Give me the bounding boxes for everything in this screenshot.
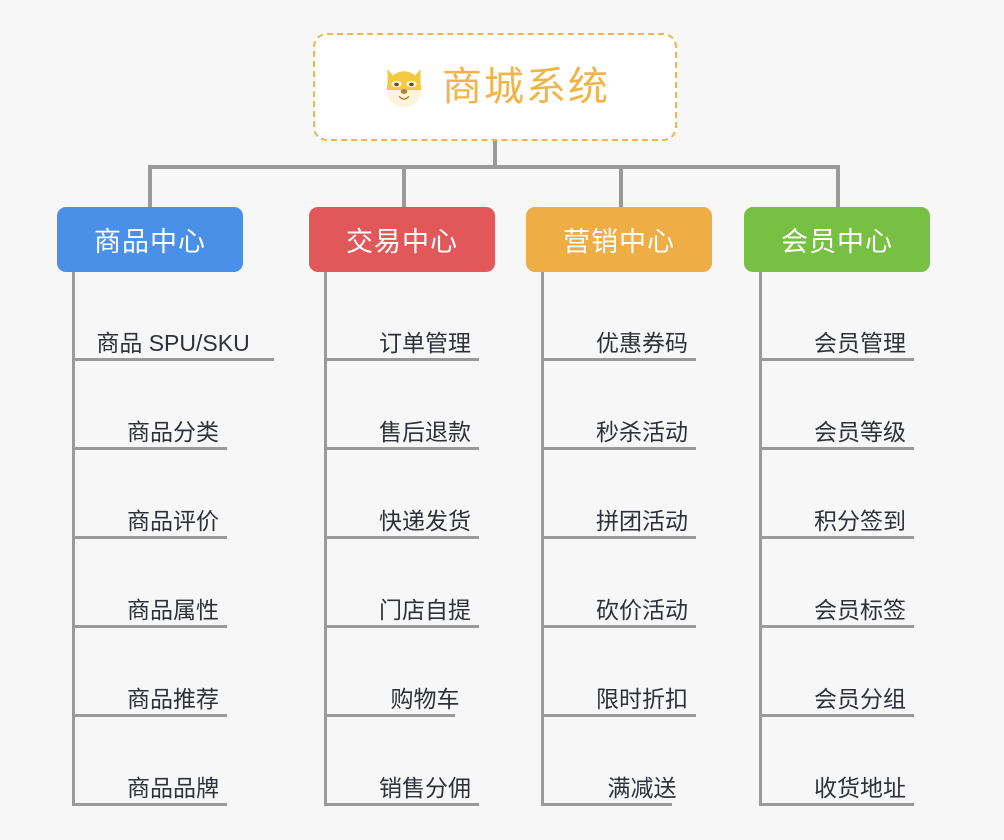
leaf-label: 快递发货	[379, 508, 471, 534]
branch-box-2[interactable]: 交易中心	[309, 207, 495, 272]
leaf-item[interactable]: 秒杀活动	[527, 361, 757, 450]
leaf-label: 购物车	[390, 686, 460, 712]
leaf-item[interactable]: 会员分组	[745, 628, 975, 717]
leaf-label: 商品评价	[127, 508, 219, 534]
connector-drop-2	[402, 165, 406, 207]
connector-root-stem	[493, 141, 497, 169]
leaf-column-3: 优惠券码 秒杀活动 拼团活动 砍价活动 限时折扣 满减送	[527, 272, 757, 806]
branch-box-3[interactable]: 营销中心	[526, 207, 712, 272]
leaf-trunk-3	[541, 272, 544, 806]
leaf-rule	[324, 536, 479, 539]
connector-drop-3	[619, 165, 623, 207]
leaf-column-2: 订单管理 售后退款 快递发货 门店自提 购物车 销售分佣	[310, 272, 540, 806]
leaf-item[interactable]: 商品品牌	[58, 717, 288, 806]
leaf-label: 商品推荐	[127, 686, 219, 712]
leaf-trunk-2	[324, 272, 327, 806]
leaf-item[interactable]: 门店自提	[310, 539, 540, 628]
leaf-label: 订单管理	[379, 330, 471, 356]
leaf-rule	[72, 536, 227, 539]
leaf-label: 会员等级	[814, 419, 906, 445]
leaf-column-4: 会员管理 会员等级 积分签到 会员标签 会员分组 收货地址	[745, 272, 975, 806]
leaf-item[interactable]: 拼团活动	[527, 450, 757, 539]
leaf-trunk-1	[72, 272, 75, 806]
leaf-item[interactable]: 销售分佣	[310, 717, 540, 806]
leaf-item[interactable]: 优惠券码	[527, 272, 757, 361]
leaf-label: 会员分组	[814, 686, 906, 712]
leaf-label: 拼团活动	[596, 508, 688, 534]
leaf-rule	[759, 714, 914, 717]
leaf-label: 优惠券码	[596, 330, 688, 356]
leaf-label: 商品 SPU/SKU	[96, 330, 250, 356]
leaf-rule	[759, 625, 914, 628]
leaf-item[interactable]: 售后退款	[310, 361, 540, 450]
leaf-rule	[72, 625, 227, 628]
leaf-item[interactable]: 购物车	[310, 628, 540, 717]
leaf-label: 商品分类	[127, 419, 219, 445]
leaf-rule	[324, 714, 455, 717]
leaf-rule	[72, 714, 227, 717]
leaf-item[interactable]: 商品 SPU/SKU	[58, 272, 288, 361]
leaf-label: 满减送	[607, 775, 677, 801]
leaf-label: 会员管理	[814, 330, 906, 356]
branch-label-3: 营销中心	[563, 227, 675, 257]
leaf-rule	[541, 536, 696, 539]
leaf-item[interactable]: 限时折扣	[527, 628, 757, 717]
leaf-rule	[72, 803, 227, 806]
leaf-rule	[541, 625, 696, 628]
leaf-column-1: 商品 SPU/SKU 商品分类 商品评价 商品属性 商品推荐 商品品牌	[58, 272, 288, 806]
leaf-rule	[324, 447, 479, 450]
leaf-rule	[759, 536, 914, 539]
leaf-item[interactable]: 商品分类	[58, 361, 288, 450]
leaf-rule	[541, 714, 696, 717]
leaf-item[interactable]: 商品属性	[58, 539, 288, 628]
leaf-item[interactable]: 会员管理	[745, 272, 975, 361]
leaf-rule	[541, 803, 672, 806]
leaf-item[interactable]: 订单管理	[310, 272, 540, 361]
leaf-label: 限时折扣	[596, 686, 688, 712]
leaf-rule	[324, 625, 479, 628]
leaf-item[interactable]: 商品推荐	[58, 628, 288, 717]
branch-label-2: 交易中心	[346, 227, 458, 257]
connector-horizontal-bus	[148, 165, 840, 169]
leaf-label: 会员标签	[814, 597, 906, 623]
dog-face-icon	[380, 63, 428, 111]
leaf-item[interactable]: 砍价活动	[527, 539, 757, 628]
leaf-label: 收货地址	[814, 775, 906, 801]
branch-label-4: 会员中心	[781, 227, 893, 257]
leaf-rule	[72, 447, 227, 450]
leaf-item[interactable]: 收货地址	[745, 717, 975, 806]
leaf-label: 商品属性	[127, 597, 219, 623]
leaf-rule	[72, 358, 274, 361]
leaf-label: 销售分佣	[379, 775, 471, 801]
leaf-item[interactable]: 会员等级	[745, 361, 975, 450]
leaf-label: 积分签到	[814, 508, 906, 534]
root-node[interactable]: 商城系统	[313, 33, 677, 141]
branch-label-1: 商品中心	[94, 227, 206, 257]
connector-drop-1	[148, 165, 152, 207]
branch-box-4[interactable]: 会员中心	[744, 207, 930, 272]
leaf-rule	[324, 358, 479, 361]
branch-box-1[interactable]: 商品中心	[57, 207, 243, 272]
leaf-label: 秒杀活动	[596, 419, 688, 445]
leaf-trunk-4	[759, 272, 762, 806]
leaf-item[interactable]: 商品评价	[58, 450, 288, 539]
leaf-rule	[324, 803, 479, 806]
leaf-item[interactable]: 快递发货	[310, 450, 540, 539]
leaf-rule	[541, 447, 696, 450]
leaf-item[interactable]: 满减送	[527, 717, 757, 806]
leaf-label: 砍价活动	[596, 597, 688, 623]
leaf-label: 商品品牌	[127, 775, 219, 801]
leaf-label: 门店自提	[379, 597, 471, 623]
root-title: 商城系统	[442, 65, 610, 109]
connector-drop-4	[836, 165, 840, 207]
leaf-rule	[759, 358, 914, 361]
leaf-label: 售后退款	[379, 419, 471, 445]
leaf-rule	[759, 803, 914, 806]
leaf-rule	[541, 358, 696, 361]
leaf-rule	[759, 447, 914, 450]
leaf-item[interactable]: 积分签到	[745, 450, 975, 539]
leaf-item[interactable]: 会员标签	[745, 539, 975, 628]
